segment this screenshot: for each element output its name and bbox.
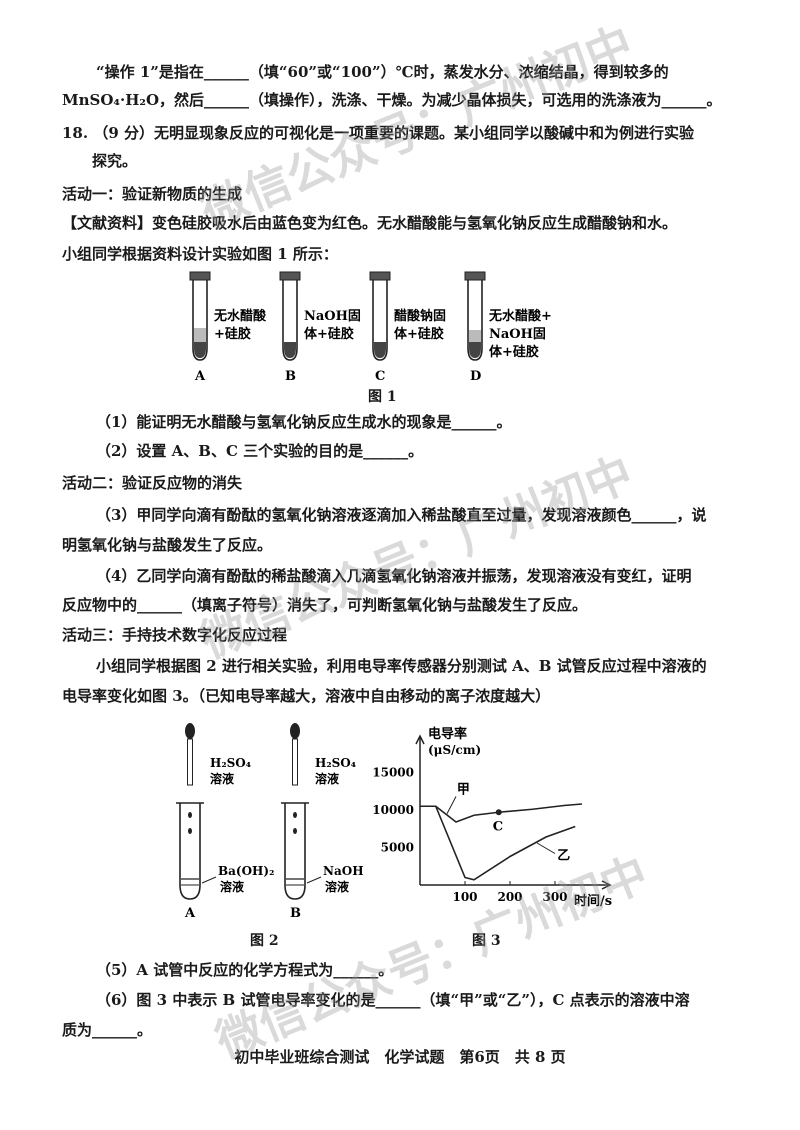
tube-label: 体+硅胶: [394, 326, 444, 342]
text-line: 小组同学根据资料设计实验如图 1 所示：: [62, 245, 338, 263]
label-leader: [446, 796, 457, 814]
activity-3-heading: 活动三：手持技术数字化反应过程: [62, 626, 288, 644]
tube-letter: B: [290, 906, 301, 921]
x-tick-label: 200: [497, 890, 522, 904]
tube-liquid: [194, 328, 206, 342]
falling-drop: [293, 828, 297, 834]
tube-solution-label: 溶液: [220, 879, 244, 894]
text-line: 明氢氧化钠与盐酸发生了反应。: [62, 536, 273, 554]
test-tube: [284, 803, 306, 900]
tube-liquid: [469, 330, 481, 342]
reference-material: 【文献资料】变色硅胶吸水后由蓝色变为红色。无水醋酸能与氢氧化钠反应生成醋酸钠和水…: [62, 214, 678, 232]
tube-solution-label: 溶液: [325, 879, 349, 894]
text-line: 反应物中的______（填离子符号）消失了，可判断氢氧化钠与盐酸发生了反应。: [62, 596, 588, 614]
series-label: 乙: [557, 849, 570, 864]
dropper-label: 溶液: [315, 771, 339, 786]
test-tube: [467, 278, 483, 361]
tube-solution-label: NaOH: [323, 864, 364, 878]
activity-1-heading: 活动一：验证新物质的生成: [62, 185, 243, 203]
dropper-bulb: [290, 723, 300, 739]
y-axis-unit: (μS/cm): [428, 743, 481, 757]
tube-label: 无水醋酸+: [488, 308, 552, 324]
figure-3-chart: 电导率(μS/cm) 时间/s 5000 10000 15000 100 200 300 甲乙 C: [372, 726, 612, 909]
tube-contents: [194, 342, 206, 358]
pointer-line: [201, 876, 217, 884]
dropper-tube: [187, 738, 193, 786]
tube-letter: C: [375, 369, 385, 384]
tube-stopper: [369, 271, 391, 281]
falling-drop: [293, 812, 297, 818]
test-tube: [179, 803, 201, 900]
tube-letter: A: [194, 369, 206, 384]
tube-contents: [374, 342, 386, 358]
tube-solution-label: Ba(OH)₂: [218, 864, 274, 878]
question-6: （6）图 3 中表示 B 试管电导率变化的是______（填“甲”或“乙”），C…: [96, 991, 690, 1009]
text-line: 电导率变化如图 3。（已知电导率越大，溶液中自由移动的离子浓度越大）: [62, 687, 551, 705]
dropper-bulb: [185, 723, 195, 739]
page-footer: 初中毕业班综合测试 化学试题 第6页 共 8 页: [234, 1048, 566, 1066]
question-5: （5）A 试管中反应的化学方程式为______。: [96, 961, 394, 979]
series-line-yi: [420, 805, 576, 881]
x-axis-label: 时间/s: [574, 893, 612, 909]
test-tube: [192, 278, 208, 361]
tube-label: 无水醋酸: [213, 308, 267, 324]
y-tick-label: 5000: [381, 841, 414, 855]
tube-label: +硅胶: [214, 326, 251, 342]
dropper-tube: [292, 738, 298, 786]
tube-label: NaOH固: [489, 327, 546, 342]
tube-contents: [284, 342, 296, 358]
y-axis-arrow: [415, 734, 425, 745]
dropper-label: H₂SO₄: [210, 756, 251, 770]
point-c: [495, 809, 502, 816]
question-4: （4）乙同学向滴有酚酞的稀盐酸滴入几滴氢氧化钠溶液并振荡，发现溶液没有变红，证明: [96, 567, 692, 585]
tube-label: 醋酸钠固: [394, 308, 446, 324]
test-tube: [372, 278, 388, 361]
tube-label: 体+硅胶: [489, 344, 539, 360]
tube-letter: A: [184, 906, 196, 921]
tube-stopper: [464, 271, 486, 281]
x-axis-arrow: [601, 880, 612, 890]
text-line: 小组同学根据图 2 进行相关实验，利用电导率传感器分别测试 A、B 试管反应过程…: [96, 657, 707, 675]
figure-3-caption: 图 3: [472, 933, 501, 949]
question-3: （3）甲同学向滴有酚酞的氢氧化钠溶液逐滴加入稀盐酸直至过量，发现溶液颜色____…: [96, 506, 707, 524]
test-tube: [282, 278, 298, 361]
x-tick-label: 300: [542, 890, 567, 904]
dropper-label: H₂SO₄: [315, 756, 356, 770]
text-line: “操作 1”是指在______（填“60”或“100”）℃时，蒸发水分、浓缩结晶…: [96, 63, 669, 81]
text-line: 探究。: [92, 152, 138, 170]
series-line-jia: [420, 803, 583, 823]
label-leader: [536, 842, 556, 854]
figure-1-caption: 图 1: [368, 389, 397, 405]
tube-stopper: [279, 271, 301, 281]
tube-stopper: [189, 271, 211, 281]
question-1: （1）能证明无水醋酸与氢氧化钠反应生成水的现象是______。: [96, 413, 512, 431]
question-18-heading: 18. （9 分）无明显现象反应的可视化是一项重要的课题。某小组同学以酸碱中和为…: [62, 124, 694, 142]
tube-letter: B: [285, 369, 296, 384]
question-2: （2）设置 A、B、C 三个实验的目的是______。: [96, 442, 424, 460]
y-tick-label: 15000: [372, 766, 414, 780]
point-label: C: [493, 819, 503, 834]
x-tick-label: 100: [452, 890, 477, 904]
dropper-label: 溶液: [210, 771, 234, 786]
tube-label: NaOH固: [304, 309, 361, 324]
text-line: 质为______。: [62, 1021, 153, 1039]
tube-contents: [469, 342, 481, 358]
y-tick-label: 10000: [372, 803, 414, 817]
figure-2-caption: 图 2: [250, 933, 279, 949]
text-line: MnSO₄·H₂O，然后______（填操作），洗涤、干燥。为减少晶体损失，可选…: [62, 91, 722, 109]
falling-drop: [188, 812, 192, 818]
falling-drop: [188, 828, 192, 834]
tube-label: 体+硅胶: [304, 326, 354, 342]
figure-1: 无水醋酸+硅胶ANaOH固体+硅胶B醋酸钠固体+硅胶C无水醋酸+NaOH固体+硅…: [189, 271, 552, 384]
pointer-line: [306, 876, 322, 884]
activity-2-heading: 活动二：验证反应物的消失: [62, 474, 243, 492]
y-axis-label: 电导率: [428, 726, 467, 742]
series-label: 甲: [457, 783, 470, 798]
tube-letter: D: [470, 369, 481, 384]
